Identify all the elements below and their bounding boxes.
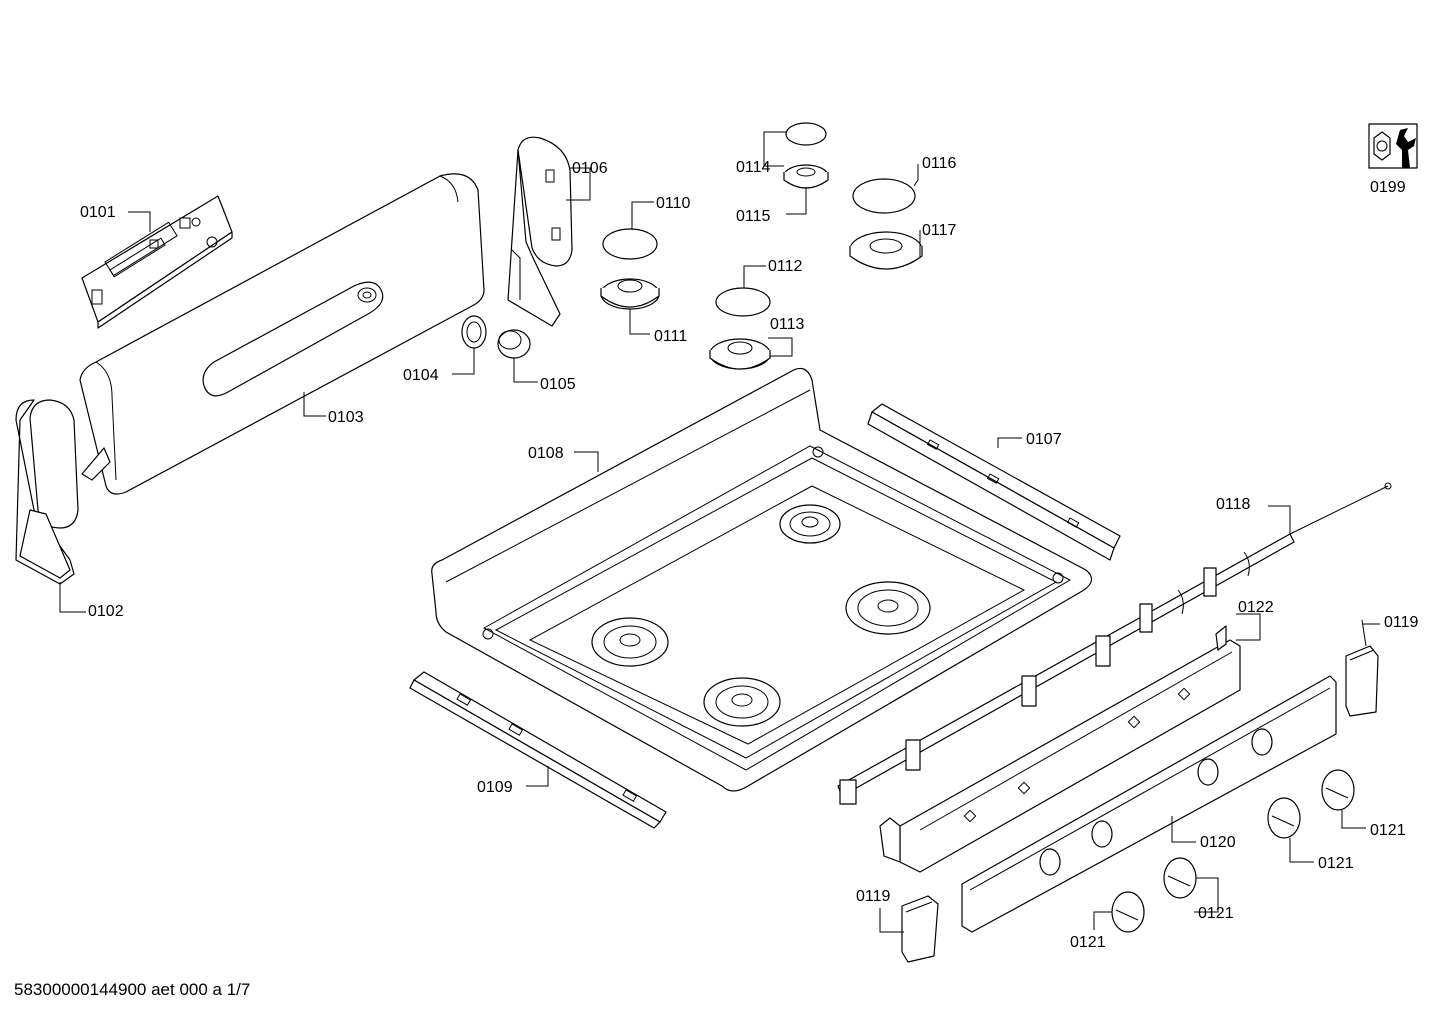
gas-manifold-drawing [837,482,1392,805]
part-label-0114: 0114 [736,159,771,176]
part-label-0113: 0113 [770,316,805,333]
document-code: 58300000144900 aet 000 a 1/7 [14,980,251,999]
cooktop-drawing [431,367,1093,792]
front-rail-drawing [409,671,667,829]
right-end-cap-drawing [507,136,573,327]
part-label-0121-b: 0121 [1198,905,1234,922]
part-label-0104: 0104 [403,367,439,384]
control-knob-3-drawing [1267,797,1301,839]
timer-knob-drawing [497,329,531,359]
part-label-0199: 0199 [1370,179,1406,196]
control-knob-1-drawing [1111,891,1145,933]
burner-cap-0116-drawing [852,178,916,214]
part-label-0109: 0109 [477,779,513,796]
part-label-0107: 0107 [1026,431,1062,448]
burner-cap-0110-drawing [602,228,658,260]
control-knob-2-drawing [1163,857,1197,899]
control-knob-4-drawing [1321,769,1355,811]
part-label-0102: 0102 [88,603,124,620]
part-label-0121-c: 0121 [1318,855,1354,872]
trim-cap-right-drawing [1345,619,1379,717]
part-label-0115: 0115 [736,208,771,225]
part-label-0105: 0105 [540,376,576,393]
burner-head-0111-drawing [600,278,660,310]
burner-head-0113-drawing [709,338,771,370]
part-label-0119-left: 0119 [856,888,891,905]
part-label-0116: 0116 [922,155,957,172]
burner-cap-0112-drawing [715,287,771,317]
rear-rail-drawing [867,403,1121,561]
burner-cap-0114-drawing [785,122,827,146]
part-label-0108: 0108 [528,445,564,462]
part-label-0110: 0110 [656,195,691,212]
left-end-cap-drawing [15,399,79,585]
valve-bracket-drawing [879,625,1241,873]
part-label-0106: 0106 [572,160,608,177]
part-label-0111: 0111 [654,328,687,345]
part-label-0101: 0101 [80,204,116,221]
part-label-0121-d: 0121 [1370,822,1406,839]
burner-head-0117-drawing [849,231,923,270]
wrench-nut-icon [1368,123,1418,169]
burner-head-0115-drawing [783,164,829,189]
part-label-0117: 0117 [922,222,957,239]
part-label-0103: 0103 [328,409,364,426]
part-label-0119-right: 0119 [1384,614,1419,631]
part-label-0112: 0112 [768,258,803,275]
manifold-panel-drawing [961,675,1337,933]
control-board-drawing [81,195,233,329]
control-panel-drawing [79,173,485,495]
part-label-0118: 0118 [1216,496,1251,513]
part-labels: 0101 0102 0103 0104 0105 0106 0107 0108 … [80,155,1419,951]
part-label-0120: 0120 [1200,834,1236,851]
part-label-0121-a: 0121 [1070,934,1106,951]
knob-bezel-drawing [461,315,487,349]
trim-cap-left-drawing [901,895,939,963]
part-label-0122: 0122 [1238,599,1274,616]
leader-lines [59,131,1380,933]
